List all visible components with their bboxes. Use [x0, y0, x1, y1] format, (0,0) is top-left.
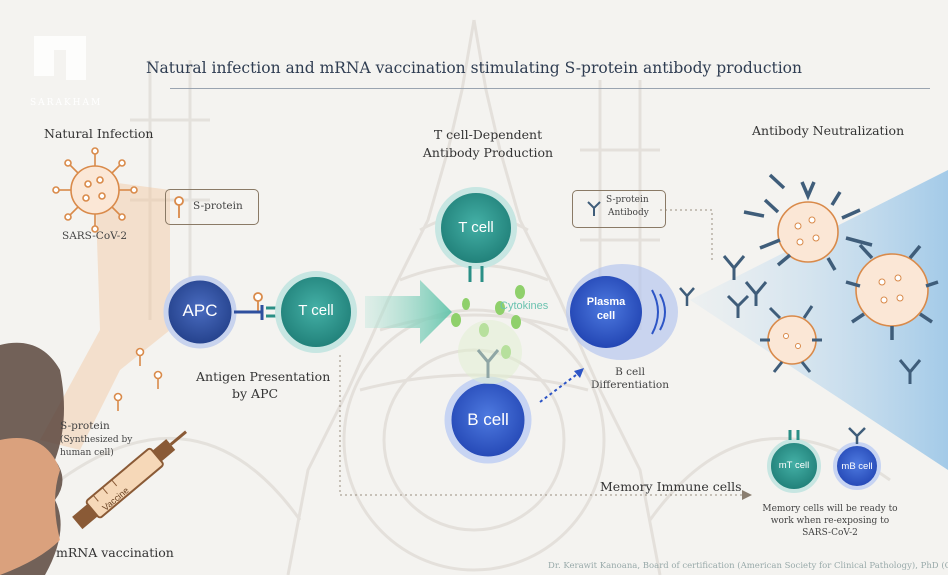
diagram-title: Natural infection and mRNA vaccination s… — [145, 59, 802, 77]
s-protein-synth-label-3: human cell) — [60, 448, 114, 458]
neutralized-virus-3 — [760, 305, 822, 373]
memory-note-1: Memory cells will be ready to — [762, 504, 898, 514]
s-protein-synth-label-2: (Synthesized by — [60, 435, 133, 445]
t-cell-left-label: T cell — [298, 302, 334, 319]
secreted-antibody — [679, 287, 695, 306]
b-cell-receptor — [848, 427, 866, 444]
section-t-cell-dependent-2: Antibody Production — [422, 145, 554, 160]
s-protein-synth-label-1: S-protein — [60, 420, 110, 432]
section-antibody-neutralization: Antibody Neutralization — [752, 123, 905, 138]
b-cell-label: B cell — [467, 410, 509, 429]
memory-t-cell — [767, 439, 821, 493]
vaccine-syringe — [72, 430, 188, 530]
neutralized-virus-1 — [743, 173, 873, 271]
memory-note-3: SARS-CoV-2 — [802, 528, 858, 538]
activation-glow — [458, 320, 522, 384]
neutralization-beam — [690, 170, 948, 470]
free-antibodies — [722, 255, 922, 384]
antigen-presentation-label-2: by APC — [232, 386, 279, 401]
sars-cov-2-virus — [52, 147, 138, 233]
antibody-legend-label-2: Antibody — [608, 208, 649, 218]
neutralized-virus-2 — [845, 243, 939, 340]
s-protein-synth-icons — [113, 347, 163, 411]
cytokine-arrow — [365, 280, 452, 344]
s-protein-icon — [174, 196, 184, 218]
antibody-legend-box — [572, 190, 666, 228]
section-t-cell-dependent-1: T cell-Dependent — [433, 127, 543, 142]
section-mrna-vaccination: mRNA vaccination — [56, 545, 174, 560]
memory-immune-cells-label: Memory Immune cells — [600, 479, 742, 494]
pathway-dotted-lines — [339, 209, 748, 496]
s-protein-legend-label: S-protein — [193, 200, 243, 212]
plasma-cell-label-1: Plasma — [586, 296, 626, 308]
mhc-receptor — [234, 305, 264, 320]
sars-cov-2-label: SARS-CoV-2 — [62, 230, 128, 242]
tcr-receptor — [266, 306, 276, 318]
tcr-receptor — [788, 430, 800, 440]
tcr-receptor — [468, 266, 484, 282]
differentiation-arrow — [539, 371, 581, 403]
s-protein-legend-box — [165, 189, 259, 225]
logo-text: SARAKHAM — [30, 98, 103, 108]
b-cell-diff-label-2: Differentiation — [591, 379, 669, 391]
memory-note-2: work when re-exposing to — [770, 516, 890, 526]
memory-b-cell-label: mB cell — [841, 461, 873, 472]
logo-mark — [34, 36, 86, 80]
vaccine-pathway-band — [40, 180, 170, 450]
section-natural-infection: Natural Infection — [44, 126, 154, 141]
antibody-legend-icon — [587, 201, 601, 216]
t-cell-top-label: T cell — [458, 219, 494, 236]
memory-t-cell-label: mT cell — [778, 460, 810, 471]
cytokines-label: Cytokines — [500, 300, 549, 312]
t-cell-left — [275, 271, 357, 353]
apc-label: APC — [182, 301, 218, 320]
plasma-cell-label-2: cell — [596, 310, 616, 322]
author-credit: Dr. Kerawit Kanoana, Board of certificat… — [548, 561, 948, 571]
antigen-presentation-label-1: Antigen Presentation — [196, 369, 331, 384]
antibody-legend-label-1: S-protein — [606, 195, 649, 205]
plasma-cell — [570, 276, 642, 348]
t-cell-top — [435, 187, 517, 269]
title-divider — [170, 88, 930, 89]
b-cell-diff-label-1: B cell — [615, 366, 645, 378]
